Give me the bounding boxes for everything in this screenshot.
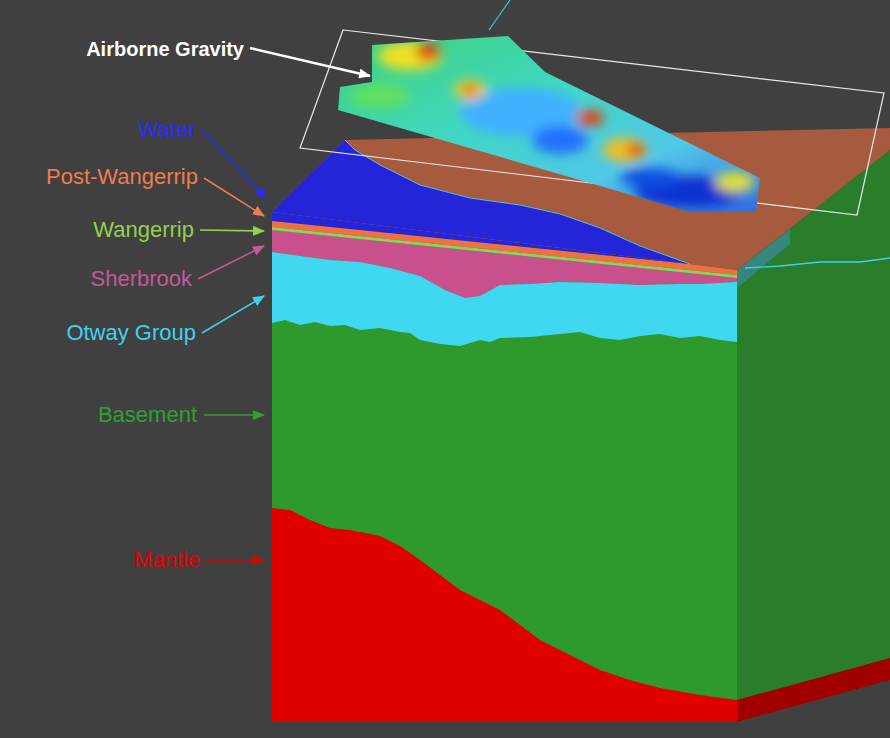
layer-label: Post-Wangerrip — [46, 164, 198, 190]
layer-label: Wangerrip — [93, 217, 194, 243]
basement-layer — [272, 212, 737, 722]
survey-line — [489, 0, 510, 30]
layer-label: Basement — [98, 402, 197, 428]
leader-lines — [198, 48, 370, 560]
mantle-side — [737, 658, 890, 722]
layer-label: Otway Group — [66, 320, 196, 346]
mantle-layer — [272, 508, 737, 722]
leader-arrow — [206, 559, 264, 561]
gravity-image — [330, 30, 770, 220]
image-label: Airborne Gravity — [86, 36, 244, 62]
leader-arrow — [204, 178, 264, 216]
leader-arrow — [200, 230, 264, 231]
coast-line — [745, 258, 890, 268]
leader-arrow — [202, 130, 266, 198]
leader-arrow — [198, 246, 264, 279]
leader-arrow — [204, 414, 264, 416]
layer-label: Sherbrook — [90, 266, 192, 292]
layer-label: Water — [138, 117, 196, 143]
leader-arrow — [202, 296, 264, 333]
leader-arrow — [250, 48, 370, 76]
layer-label: Mantle — [134, 547, 200, 573]
